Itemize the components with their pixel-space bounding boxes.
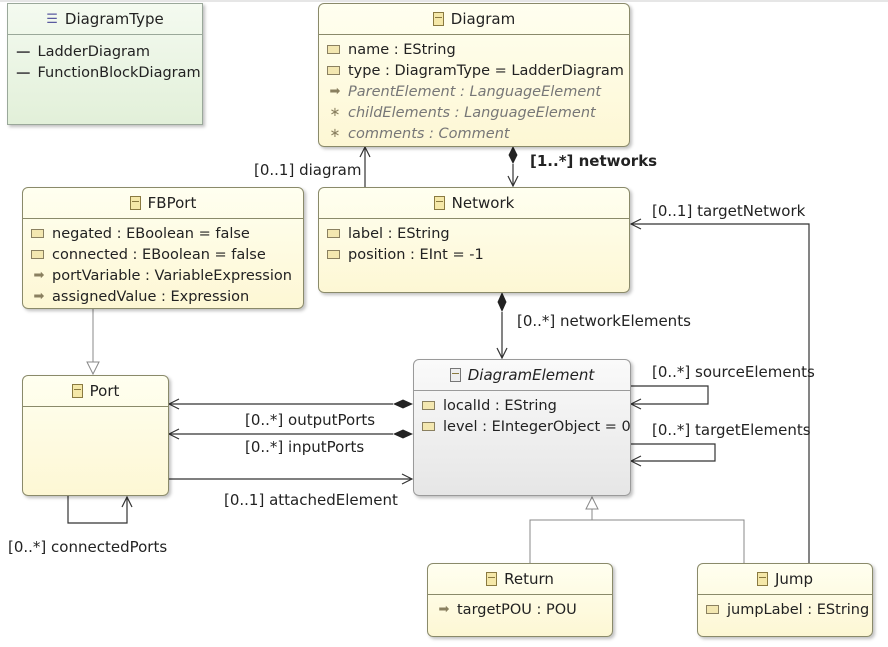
edge-source-elements [631,385,709,404]
attribute: position : EInt = -1 [319,244,629,265]
attribute: name : EString [319,39,629,60]
class-icon [756,572,768,586]
edge-label-input-ports: [0..*] inputPorts [245,438,365,456]
many-reference-icon: ∗ [329,105,341,120]
class-name: Jump [774,570,814,588]
class-icon [433,196,445,210]
class-icon [432,12,444,26]
class-icon [129,196,141,210]
reference-icon: ➡ [329,84,341,99]
class-header: Return [428,564,612,595]
edge-target-network [631,224,810,563]
enum-literal: —LadderDiagram [16,43,151,60]
attribute: negated : EBoolean = false [23,223,303,244]
edge-networks-diamond [508,146,518,164]
attribute: level : EIntegerObject = 0 [414,416,631,437]
attribute-icon [327,66,340,75]
many-reference-icon: ∗ [329,126,341,141]
attribute-icon [422,401,435,410]
class-name: Return [504,570,554,588]
literal-icon: — [16,64,31,81]
edge-label-network-elements: [0..*] networkElements [517,312,691,330]
attribute-icon [706,605,719,614]
edge-label-target-network: [0..1] targetNetwork [652,202,806,220]
edge-label-diagram: [0..1] diagram [254,161,362,179]
class-header: Diagram [319,4,629,35]
class-header: Jump [698,564,872,595]
class-name: Diagram [450,10,516,28]
attribute-icon [31,229,44,238]
class-header: FBPort [23,188,303,219]
reference: ➡ParentElement : LanguageElement [319,81,629,102]
class-header: Port [23,376,168,407]
attribute-icon [31,250,44,259]
edge-label-networks: [1..*] networks [530,152,658,170]
attribute: connected : EBoolean = false [23,244,303,265]
class-return[interactable]: Return ➡targetPOU : POU [427,563,613,637]
edge-label-attached-element: [0..1] attachedElement [224,491,398,509]
reference-icon: ➡ [438,602,450,617]
class-name: FBPort [147,194,197,212]
class-fbport[interactable]: FBPort negated : EBoolean = false connec… [22,187,304,309]
attribute: label : EString [319,223,629,244]
reference-icon: ➡ [33,268,45,283]
attribute: type : DiagramType = LadderDiagram [319,60,629,81]
edge-jump-generalization [592,519,745,563]
class-name: DiagramElement [467,366,595,384]
edge-network-elements-diamond [497,292,507,312]
enum-icon: ☰ [46,11,58,27]
class-name: DiagramType [64,10,164,28]
attribute-icon [327,45,340,54]
edge-target-elements [631,443,716,461]
class-diagram-type[interactable]: ☰ DiagramType —LadderDiagram —FunctionBl… [7,3,203,125]
reference: ∗childElements : LanguageElement [319,102,629,123]
edge-output-ports-diamond [393,399,413,409]
class-header: DiagramElement [414,360,630,391]
attribute: jumpLabel : EString [698,599,872,620]
edge-label-target-elements: [0..*] targetElements [652,421,811,439]
class-diagram[interactable]: Diagram name : EString type : DiagramTyp… [318,3,630,147]
attribute-icon [327,229,340,238]
class-icon [71,384,83,398]
abstract-class-icon [449,368,461,382]
class-diagram-element[interactable]: DiagramElement localId : EString level :… [413,359,631,496]
class-name: Network [451,194,515,212]
class-icon [486,572,498,586]
edge-connected-ports [67,496,127,524]
attribute-icon [422,422,435,431]
edge-input-ports-diamond [393,429,413,439]
class-jump[interactable]: Jump jumpLabel : EString [697,563,873,637]
class-port[interactable]: Port [22,375,169,496]
attribute-icon [327,250,340,259]
edge-label-source-elements: [0..*] sourceElements [652,363,815,381]
literal-icon: — [16,43,31,60]
edge-label-connected-ports: [0..*] connectedPorts [8,538,168,556]
class-network[interactable]: Network label : EString position : EInt … [318,187,630,293]
reference: ➡targetPOU : POU [428,599,612,620]
reference: ➡assignedValue : Expression [23,286,303,307]
attribute: localId : EString [414,395,630,416]
class-header: ☰ DiagramType [8,4,202,35]
reference: ➡portVariable : VariableExpression [23,265,303,286]
reference-icon: ➡ [33,289,45,304]
class-name: Port [89,382,120,400]
reference: ∗comments : Comment [319,123,629,144]
edge-return-generalization [529,519,592,563]
enum-literal: —FunctionBlockDiagram [16,64,201,81]
edge-label-output-ports: [0..*] outputPorts [245,411,376,429]
class-header: Network [319,188,629,219]
